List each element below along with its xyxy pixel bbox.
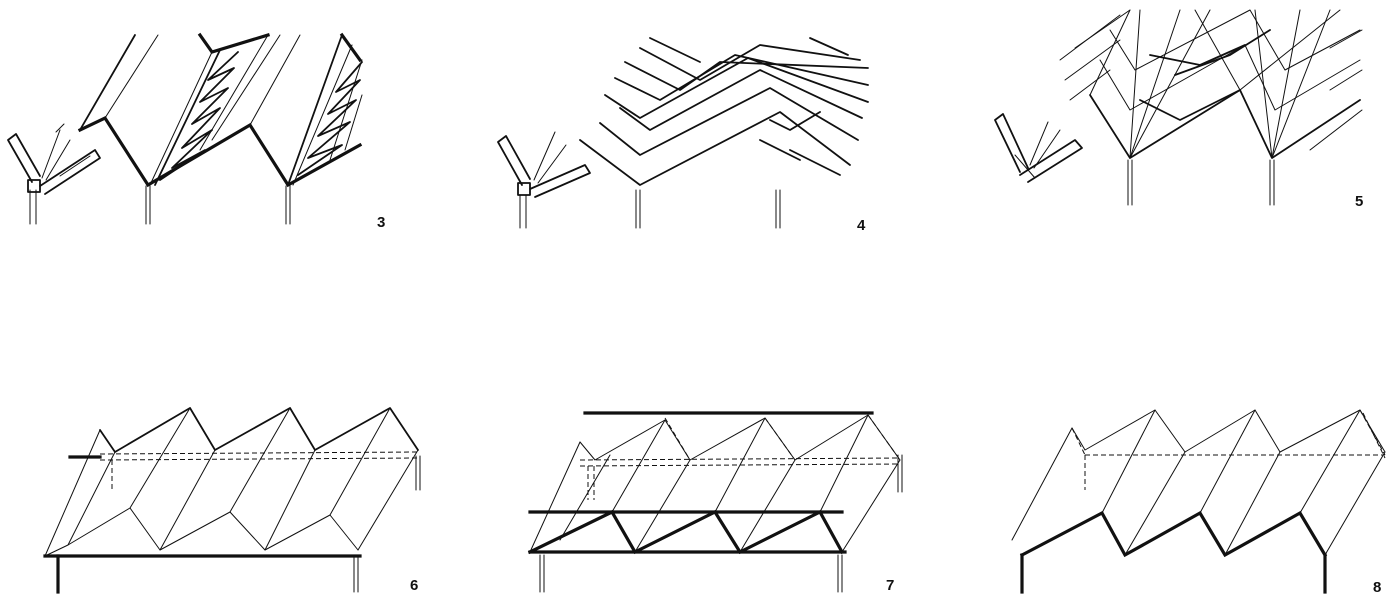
fig4-joint-detail bbox=[497, 131, 591, 229]
fig6-columns bbox=[56, 455, 421, 594]
fig3-bracing-2 bbox=[297, 61, 363, 176]
figure-5-drawing bbox=[994, 9, 1363, 206]
figure-4-drawing bbox=[497, 37, 869, 229]
figure-3-number: 3 bbox=[377, 214, 386, 231]
fig3-rear-profile bbox=[197, 32, 270, 54]
fig5-columns bbox=[1127, 159, 1275, 206]
fig7-purlins bbox=[579, 414, 901, 500]
fig7-rear-profile bbox=[579, 414, 901, 461]
figure-7-number: 7 bbox=[886, 577, 895, 594]
fig3-columns bbox=[145, 185, 291, 225]
figure-8-number: 8 bbox=[1373, 579, 1382, 596]
figure-7-drawing bbox=[527, 411, 903, 593]
fig4-chevron-strips bbox=[579, 37, 869, 186]
fig4-columns bbox=[635, 189, 781, 229]
fig5-triangulation bbox=[1059, 9, 1363, 159]
fig3-fold-lines bbox=[79, 34, 363, 186]
figure-5-number: 5 bbox=[1355, 193, 1364, 210]
fig7-columns bbox=[539, 454, 903, 593]
fig8-columns bbox=[1020, 553, 1327, 594]
fig3-joint-detail bbox=[7, 123, 101, 225]
fig8-fold-lines bbox=[1011, 409, 1386, 556]
figure-8-drawing bbox=[1011, 409, 1386, 594]
figure-4-number: 4 bbox=[857, 217, 866, 234]
fig3-bracing-1 bbox=[159, 51, 239, 181]
fig7-fold-lines bbox=[529, 414, 901, 553]
figure-6-drawing bbox=[43, 407, 421, 594]
fig8-hidden-lines bbox=[1071, 409, 1386, 490]
figure-6-number: 6 bbox=[410, 577, 419, 594]
fig7-truss-web bbox=[527, 509, 845, 555]
fig6-fold-lines bbox=[44, 407, 419, 557]
fig8-rear-profile bbox=[1071, 409, 1386, 453]
fig5-joint-detail bbox=[994, 113, 1083, 183]
fig8-front-profile bbox=[1019, 510, 1328, 558]
fig6-rear-profile bbox=[99, 407, 419, 453]
fig6-front-profile bbox=[44, 507, 359, 557]
figure-3-drawing bbox=[7, 32, 363, 225]
fig6-purlins bbox=[99, 451, 419, 490]
